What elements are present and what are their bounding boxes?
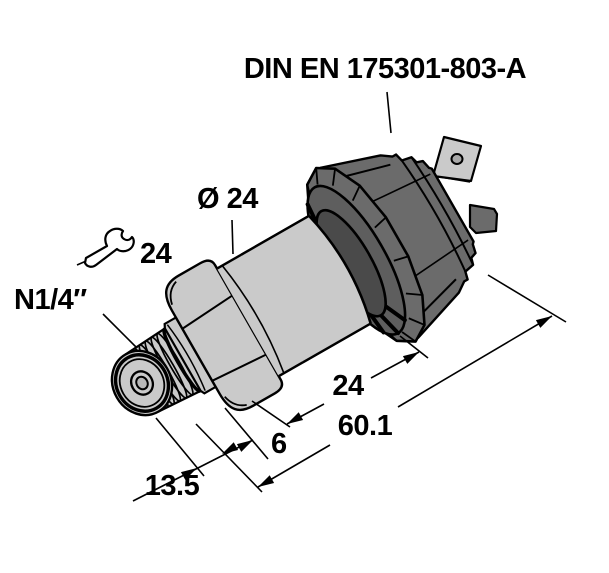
dimension-thread-length: 13.5 bbox=[144, 470, 200, 502]
cylinder-edge-bottom2 bbox=[302, 322, 372, 364]
port-outline-bottom bbox=[157, 389, 202, 413]
hex-nut bbox=[165, 259, 284, 412]
diameter-label: Ø 24 bbox=[197, 183, 258, 215]
dim-line-60-1-right bbox=[397, 315, 553, 408]
connector-standard-label: DIN EN 175301-803-A bbox=[243, 53, 527, 85]
port-outline-top bbox=[124, 327, 166, 356]
terminal-hole bbox=[450, 153, 464, 165]
thread-label: N1/4″ bbox=[14, 284, 87, 316]
leader-din bbox=[386, 91, 392, 134]
leader-diameter bbox=[231, 219, 234, 255]
hex-facet-bottom bbox=[211, 353, 267, 382]
port-face bbox=[110, 349, 174, 417]
hex-facet-top bbox=[181, 294, 234, 330]
dimension-overall-length: 60.1 bbox=[337, 410, 393, 442]
din-connector-group bbox=[240, 153, 477, 364]
hex-cylinder-junction bbox=[221, 265, 285, 374]
extension-lines bbox=[155, 274, 567, 493]
wrench-icon bbox=[83, 227, 135, 268]
cylinder-edge-top2 bbox=[240, 214, 310, 256]
hex-chamfer-bottom bbox=[224, 396, 247, 407]
connector-terminals bbox=[431, 135, 499, 235]
side-terminal bbox=[468, 203, 499, 235]
dimension-connector-width: 24 bbox=[332, 370, 364, 402]
dimension-hex-height: 6 bbox=[271, 428, 287, 460]
cylinder-hub-junction bbox=[308, 214, 372, 324]
hex-chamfer-top bbox=[169, 281, 177, 305]
leader-thread bbox=[102, 313, 138, 349]
cylinder-into-hub bbox=[241, 215, 371, 363]
wrench-size-label: 24 bbox=[140, 238, 172, 270]
collar-edge bbox=[166, 324, 206, 391]
dimension-arrowheads bbox=[180, 316, 552, 487]
terminal-thickness-edge bbox=[433, 175, 471, 183]
connector-groove-1 bbox=[400, 159, 467, 272]
connector-groove-2 bbox=[410, 156, 474, 266]
